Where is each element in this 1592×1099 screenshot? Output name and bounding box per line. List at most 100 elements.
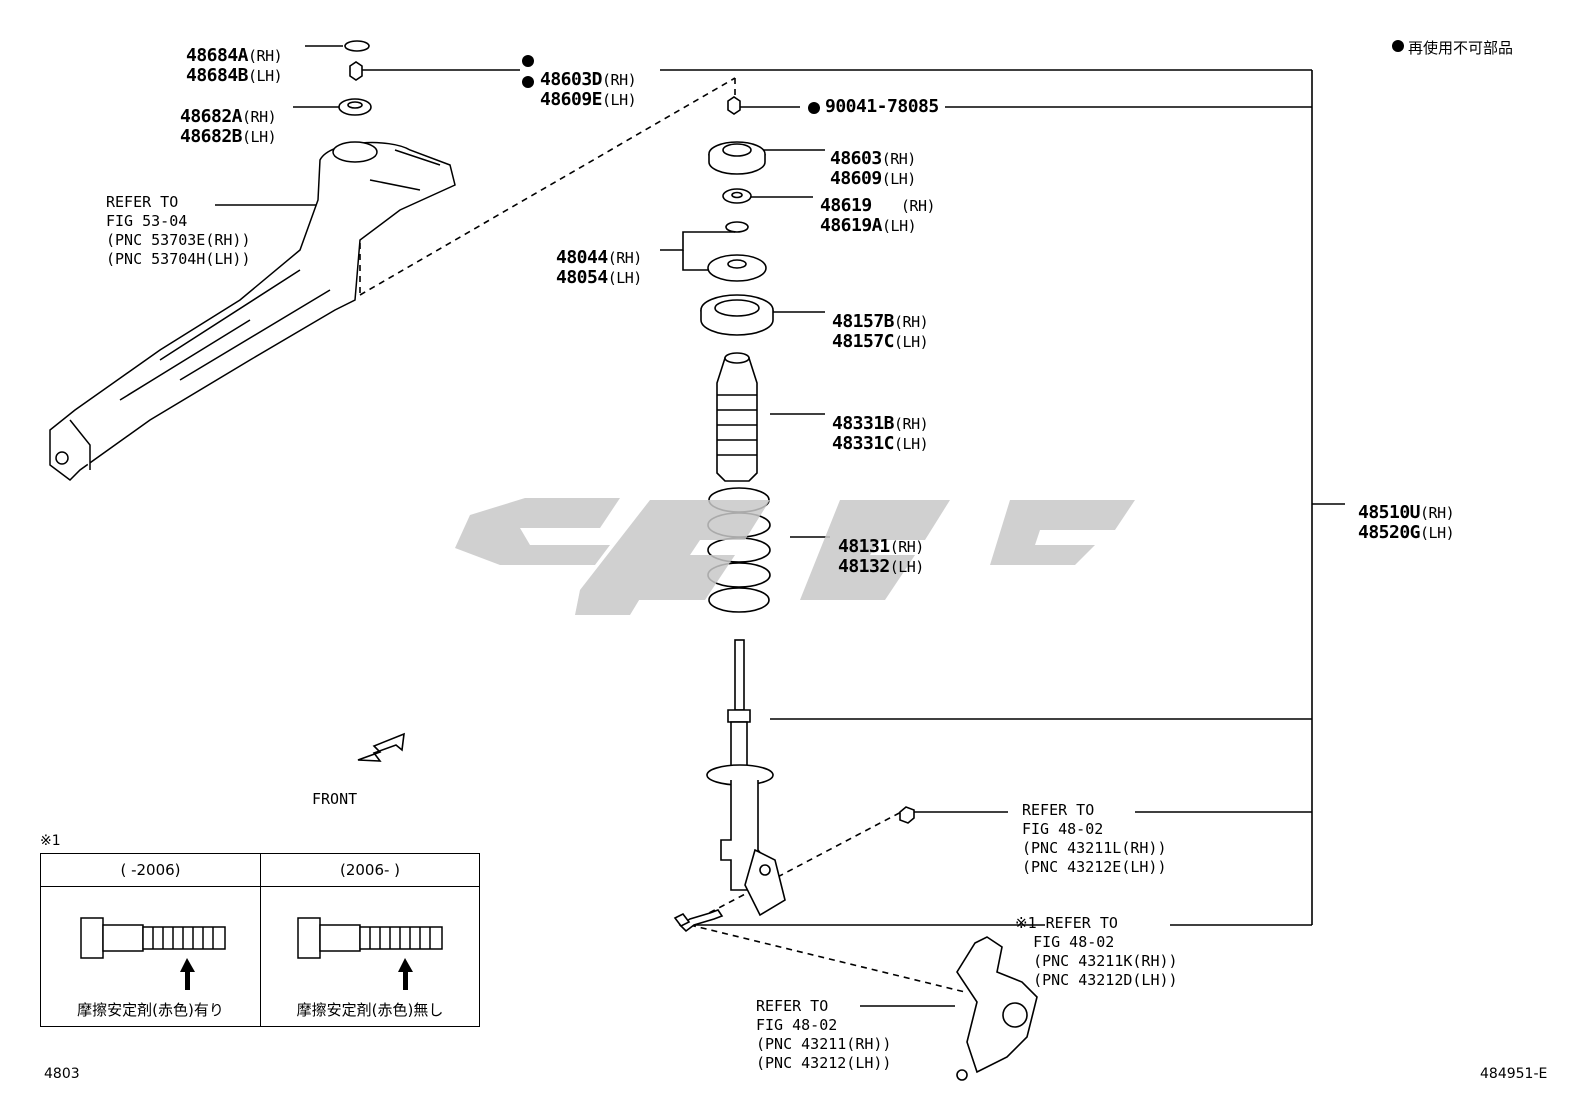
lh-suffix: (LH) xyxy=(602,91,637,109)
note-line: REFER TO xyxy=(1022,801,1095,819)
lh-suffix: (LH) xyxy=(1420,524,1455,542)
nut-part xyxy=(727,96,741,115)
legend: 再使用不可部品 xyxy=(1408,37,1513,58)
note-line: FIG 48-02 xyxy=(1033,933,1115,951)
note-line: (PNC 43212(LH)) xyxy=(756,1054,892,1072)
part-number: 48603 xyxy=(830,148,882,169)
rh-suffix: (RH) xyxy=(894,415,929,433)
part-number: 48157C xyxy=(832,331,895,352)
footer-right-code: 484951-E xyxy=(1480,1066,1548,1082)
callout-48157: 48157B(RH) 48157C(LH) xyxy=(832,292,929,352)
callout-48603: 48603(RH) 48609(LH) xyxy=(830,129,916,189)
part-number: 48619 xyxy=(820,195,872,216)
rh-suffix: (RH) xyxy=(894,313,929,331)
part-number: 48609 xyxy=(830,168,882,189)
lh-suffix: (LH) xyxy=(248,67,283,85)
refer-note-fig53: REFER TO FIG 53-04 (PNC 53703E(RH)) (PNC… xyxy=(106,174,251,269)
note-line: FIG 48-02 xyxy=(756,1016,838,1034)
refer-note-fig48-a: REFER TO FIG 48-02 (PNC 43211L(RH)) (PNC… xyxy=(1022,782,1167,877)
lh-suffix: (LH) xyxy=(894,333,929,351)
callout-48619: 48619 (RH) 48619A(LH) xyxy=(820,176,936,236)
bolt-variant-table: ( -2006) (2006- ) 摩擦安定剤(赤色)有り 摩擦安定剤(赤色)無… xyxy=(40,853,480,1027)
table-header-col2: (2006- ) xyxy=(261,854,479,887)
part-number: 48682B xyxy=(180,126,243,147)
callout-48331: 48331B(RH) 48331C(LH) xyxy=(832,394,929,454)
piston-rod xyxy=(734,639,745,711)
part-number: 48684B xyxy=(186,65,249,86)
callout-48684: 48684A(RH) 48684B(LH) xyxy=(186,26,283,86)
note-line: (PNC 43211K(RH)) xyxy=(1033,952,1178,970)
table-caption-col1: 摩擦安定剤(赤色)有り xyxy=(77,1001,224,1019)
washer-part xyxy=(725,221,749,233)
rh-suffix: (RH) xyxy=(602,71,637,89)
note-line: (PNC 43211(RH)) xyxy=(756,1035,892,1053)
part-number: 48684A xyxy=(186,45,249,66)
rh-suffix: (RH) xyxy=(242,108,277,126)
leader-bracket xyxy=(682,250,712,271)
rh-suffix: (RH) xyxy=(607,249,643,267)
callout-48044: 48044(RH) 48054(LH) xyxy=(556,228,642,288)
steering-knuckle xyxy=(956,936,1038,1074)
part-number: 90041-78085 xyxy=(825,96,939,117)
note-line: REFER TO xyxy=(106,193,179,211)
cap-part xyxy=(344,40,370,52)
bolt-illustration xyxy=(80,917,443,959)
strut-assembly xyxy=(673,96,1038,1081)
rh-suffix: (RH) xyxy=(889,538,925,556)
part-number: 48682A xyxy=(180,106,243,127)
front-arrow-icon xyxy=(357,732,405,762)
lh-suffix: (LH) xyxy=(889,558,925,576)
nut-part xyxy=(899,806,915,824)
rh-suffix: (RH) xyxy=(248,47,283,65)
part-number: 48132 xyxy=(838,556,890,577)
footer-left-code: 4803 xyxy=(44,1066,80,1082)
part-number: 48619A xyxy=(820,215,883,236)
note-line: FIG 53-04 xyxy=(106,212,188,230)
lh-suffix: (LH) xyxy=(242,128,277,146)
note-line: ※1 REFER TO xyxy=(1015,914,1118,932)
refer-note-fig48-b: ※1 REFER TO FIG 48-02 (PNC 43211K(RH)) (… xyxy=(1015,895,1178,990)
note-line: (PNC 43212E(LH)) xyxy=(1022,858,1167,876)
note-line: (PNC 53704H(LH)) xyxy=(106,250,251,268)
callout-90041: 90041-78085 xyxy=(825,97,939,117)
rh-suffix: (RH) xyxy=(900,197,936,215)
part-number: 48510U xyxy=(1358,502,1421,523)
table-caption-col2: 摩擦安定剤(赤色)無し xyxy=(296,1001,444,1019)
part-number: 48157B xyxy=(832,311,895,332)
rh-suffix: (RH) xyxy=(881,150,917,168)
refer-note-fig48-c: REFER TO FIG 48-02 (PNC 43211(RH)) (PNC … xyxy=(756,978,891,1073)
part-number: 48044 xyxy=(556,247,608,268)
bolt-part xyxy=(678,909,724,933)
note-line: (PNC 43211L(RH)) xyxy=(1022,839,1167,857)
table-header-col1: ( -2006) xyxy=(41,854,260,887)
note-line: (PNC 53703E(RH)) xyxy=(106,231,251,249)
callout-48682: 48682A(RH) 48682B(LH) xyxy=(180,87,277,147)
note-line: (PNC 43212D(LH)) xyxy=(1033,971,1178,989)
lh-suffix: (LH) xyxy=(882,217,917,235)
note-line: FIG 48-02 xyxy=(1022,820,1104,838)
legend-text: 再使用不可部品 xyxy=(1408,39,1514,57)
watermark-logo xyxy=(455,498,1135,615)
nut-part xyxy=(349,61,363,81)
callout-48131: 48131(RH) 48132(LH) xyxy=(838,517,924,577)
part-number: 48131 xyxy=(838,536,890,557)
part-number: 48331C xyxy=(832,433,895,454)
table-mark: ※1 xyxy=(40,833,61,849)
part-number: 48603D xyxy=(540,69,603,90)
leader-bracket xyxy=(660,231,735,251)
part-number: 48609E xyxy=(540,89,603,110)
part-number: 48331B xyxy=(832,413,895,434)
lh-suffix: (LH) xyxy=(881,170,917,188)
lh-suffix: (LH) xyxy=(607,269,643,287)
front-label: FRONT xyxy=(312,790,358,808)
lh-suffix: (LH) xyxy=(894,435,929,453)
bump-bellows xyxy=(716,357,758,482)
rh-suffix: (RH) xyxy=(1420,504,1455,522)
part-number: 48054 xyxy=(556,267,608,288)
arrow-icon xyxy=(180,958,413,990)
suspension-member xyxy=(49,141,456,481)
callout-48603D: 48603D(RH) 48609E(LH) xyxy=(540,50,637,110)
note-line: REFER TO xyxy=(756,997,829,1015)
part-number: 48520G xyxy=(1358,522,1421,543)
